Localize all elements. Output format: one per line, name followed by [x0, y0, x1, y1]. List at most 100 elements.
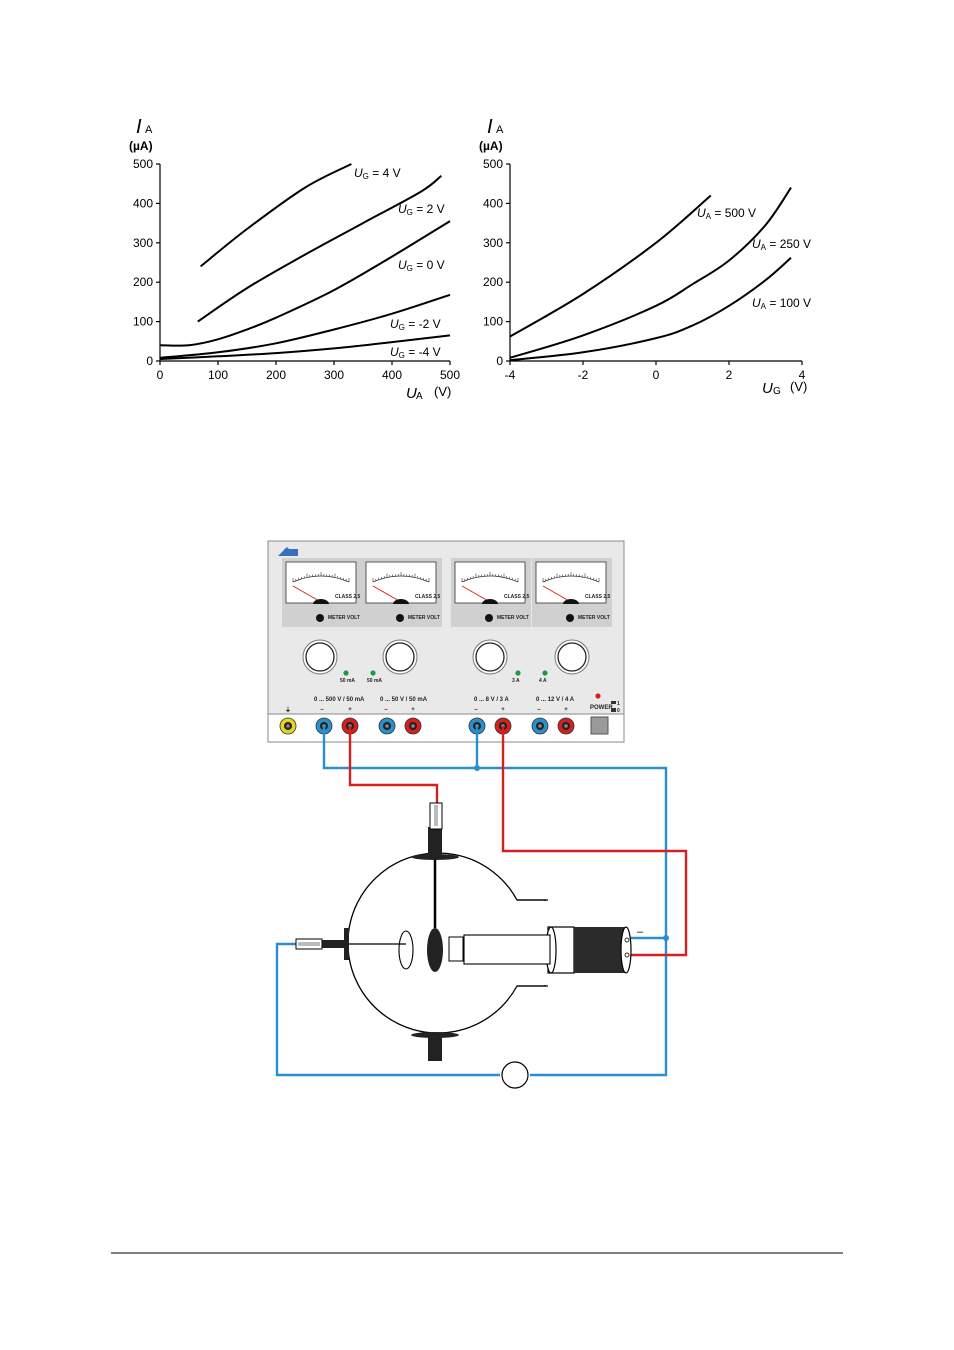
meter-face [454, 561, 526, 604]
chart1-xlabel-sub: A [416, 391, 423, 402]
x-tick-label: -2 [578, 368, 589, 382]
plus-label: + [411, 707, 415, 713]
chart2-yunit: (µA) [479, 139, 503, 153]
meter-select-button[interactable] [485, 614, 493, 622]
meter-class-label: CLASS 2,5 [415, 594, 441, 600]
minus-label: – [474, 707, 478, 713]
chart1-xlabel-symbol: U [406, 385, 417, 402]
switch-off-glyph [611, 708, 616, 712]
voltage-range-label: 0 ... 12 V / 4 A [536, 697, 575, 703]
meter-select-button[interactable] [566, 614, 574, 622]
power-label: POWER [590, 705, 613, 711]
chart2-xlabel-sub: G [773, 386, 781, 397]
chart1-series-labels: UG = 4 VUG = 2 VUG = 0 VUG = -2 VUG = -4… [354, 166, 445, 360]
y-tick-label: 0 [496, 354, 503, 368]
terminal-jack-pin [564, 724, 568, 728]
meter-button-label: METER VOLT [328, 615, 360, 621]
top-connector-pin [434, 805, 438, 826]
voltage-range-label: 0 ... 8 V / 3 A [474, 697, 509, 703]
meter-select-button[interactable] [316, 614, 324, 622]
meter-class-label: CLASS 2,5 [335, 594, 361, 600]
current-limit-led [370, 670, 376, 676]
meter-needle [292, 585, 322, 603]
wire-blue-cathode-minus [322, 726, 668, 1077]
switch-on-glyph [611, 701, 616, 704]
x-tick-label: 0 [157, 368, 164, 382]
power-switch[interactable] [590, 716, 609, 735]
adjust-knob-inner[interactable] [305, 642, 335, 672]
x-tick-label: 300 [324, 368, 344, 382]
tube-socket-end [620, 926, 632, 974]
x-tick-label: 200 [266, 368, 286, 382]
switch-on-label: 1 [617, 701, 620, 707]
plus-label: + [348, 707, 352, 713]
y-tick-label: 0 [146, 354, 153, 368]
adjust-knob-inner[interactable] [475, 642, 505, 672]
current-limit-label: 4 A [539, 678, 547, 684]
heater-coil [448, 936, 464, 962]
adjust-knob-inner[interactable] [385, 642, 415, 672]
x-tick-label: 0 [653, 368, 660, 382]
x-tick-label: 2 [726, 368, 733, 382]
wire-red-heater-plus [501, 726, 688, 957]
ammeter-icon [501, 1061, 529, 1089]
chart2-series-labels: UA = 500 VUA = 250 VUA = 100 V [697, 206, 811, 311]
top-socket [428, 827, 442, 857]
current-limit-led [542, 670, 548, 676]
series-curve-4 [159, 334, 451, 360]
meter-needle [372, 585, 402, 603]
series-label-2: UG = 0 V [398, 258, 445, 273]
meter-class-label: CLASS 2,5 [504, 594, 530, 600]
y-tick-label: 400 [133, 196, 153, 210]
x-tick-label: 400 [382, 368, 402, 382]
anode-plate [398, 930, 414, 970]
x-tick-label: 500 [440, 368, 460, 382]
left-connector-pin [298, 942, 320, 946]
series-label-0: UG = 4 V [354, 166, 401, 181]
series-label-3: UG = -2 V [390, 317, 441, 332]
terminal-jack-pin [385, 724, 389, 728]
manufacturer-logo-icon [278, 547, 298, 556]
meter-needle [461, 585, 491, 603]
meter-pivot [482, 599, 498, 604]
chart1-curves [159, 163, 451, 360]
series-curve-2 [159, 220, 451, 347]
current-limit-led [343, 670, 349, 676]
series-curve-0 [509, 194, 712, 338]
minus-label: – [384, 707, 388, 713]
series-label-2: UA = 100 V [752, 296, 811, 311]
meter-select-button[interactable] [396, 614, 404, 622]
chart2-ylabel-symbol: I [487, 116, 493, 138]
terminal-jack-pin [411, 724, 415, 728]
voltage-range-label: 0 ... 500 V / 50 mA [314, 697, 365, 703]
wiring [275, 726, 688, 1077]
series-curve-0 [199, 163, 352, 268]
x-tick-label: -4 [505, 368, 516, 382]
ground-symbol-icon: ⏚ [285, 707, 291, 714]
chart2-xunit: (V) [790, 379, 807, 394]
x-tick-label: 4 [799, 368, 806, 382]
meter-class-label: CLASS 2,5 [585, 594, 611, 600]
meter-needle [542, 585, 572, 603]
adjust-knob-inner[interactable] [557, 642, 587, 672]
plus-label: + [501, 707, 505, 713]
tube-socket [574, 927, 626, 973]
y-tick-label: 200 [133, 275, 153, 289]
series-label-0: UA = 500 V [697, 206, 756, 221]
minus-label: – [537, 707, 541, 713]
cathode-minus-label: – [637, 926, 644, 938]
electron-tube: – [295, 802, 644, 1061]
x-tick-label: 100 [208, 368, 228, 382]
cathode-pin-minus [624, 937, 630, 943]
current-limit-label: 50 mA [340, 678, 355, 684]
chart2-curves [509, 187, 792, 362]
series-curve-1 [509, 187, 792, 359]
chart1-ylabel-symbol: I [136, 116, 142, 138]
